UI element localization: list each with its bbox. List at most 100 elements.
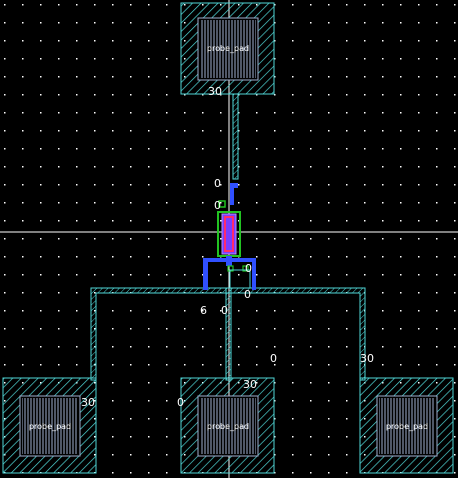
grid-dot (4, 130, 6, 132)
grid-dot (382, 4, 384, 6)
grid-dot (256, 130, 258, 132)
grid-dot (418, 310, 420, 312)
grid-dot (400, 94, 402, 96)
grid-dot (76, 292, 78, 294)
grid-dot (166, 130, 168, 132)
grid-dot (346, 40, 348, 42)
grid-dot (40, 292, 42, 294)
probe-pad-bottom-left[interactable]: probe_pad (2, 377, 97, 474)
grid-dot (310, 76, 312, 78)
grid-dot (40, 148, 42, 150)
grid-dot (418, 184, 420, 186)
grid-dot (310, 166, 312, 168)
probe-pad-top[interactable]: probe_pad (180, 2, 275, 95)
grid-dot (76, 166, 78, 168)
grid-dot (382, 220, 384, 222)
grid-dot (40, 238, 42, 240)
grid-dot (166, 58, 168, 60)
grid-dot (364, 256, 366, 258)
grid-dot (202, 148, 204, 150)
grid-dot (328, 166, 330, 168)
grid-dot (382, 238, 384, 240)
wire-center-vertical[interactable] (225, 287, 232, 381)
poly-gate-top[interactable] (230, 183, 238, 205)
grid-dot (112, 346, 114, 348)
grid-dot (166, 400, 168, 402)
grid-dot (364, 202, 366, 204)
grid-dot (346, 328, 348, 330)
grid-dot (4, 94, 6, 96)
grid-dot (40, 346, 42, 348)
grid-dot (274, 22, 276, 24)
grid-dot (292, 166, 294, 168)
grid-dot (166, 256, 168, 258)
grid-dot (22, 292, 24, 294)
grid-dot (256, 202, 258, 204)
probe-pad-bottom-center[interactable]: probe_pad (180, 377, 275, 474)
grid-dot (130, 130, 132, 132)
grid-dot (4, 112, 6, 114)
grid-dot (238, 184, 240, 186)
grid-dot (364, 238, 366, 240)
contact-stripe[interactable] (224, 216, 234, 252)
grid-dot (58, 274, 60, 276)
grid-dot (22, 148, 24, 150)
grid-dot (454, 364, 456, 366)
grid-dot (166, 472, 168, 474)
grid-dot (292, 76, 294, 78)
grid-dot (274, 418, 276, 420)
wire-top-vertical[interactable] (232, 93, 239, 180)
grid-dot (418, 40, 420, 42)
grid-dot (274, 184, 276, 186)
grid-dot (256, 364, 258, 366)
poly-strap[interactable] (226, 256, 232, 266)
grid-dot (58, 22, 60, 24)
contact-top-small[interactable] (218, 200, 226, 208)
grid-dot (58, 202, 60, 204)
probe-pad-bottom-right[interactable]: probe_pad (359, 377, 454, 474)
grid-dot (130, 166, 132, 168)
grid-dot (148, 4, 150, 6)
contact-bottom-right[interactable] (242, 265, 249, 272)
grid-dot (148, 454, 150, 456)
grid-dot (94, 274, 96, 276)
grid-dot (256, 148, 258, 150)
grid-dot (436, 256, 438, 258)
grid-dot (292, 238, 294, 240)
grid-dot (436, 220, 438, 222)
grid-dot (166, 310, 168, 312)
grid-dot (148, 238, 150, 240)
grid-dot (454, 472, 456, 474)
grid-dot (40, 22, 42, 24)
grid-dot (310, 112, 312, 114)
grid-dot (328, 148, 330, 150)
grid-dot (220, 274, 222, 276)
pad-label: probe_pad (29, 422, 71, 431)
pad-label: probe_pad (386, 422, 428, 431)
grid-dot (238, 112, 240, 114)
grid-dot (436, 346, 438, 348)
grid-dot (256, 112, 258, 114)
grid-dot (76, 364, 78, 366)
grid-dot (202, 184, 204, 186)
poly-gate-bottom[interactable] (203, 258, 256, 290)
grid-dot (400, 328, 402, 330)
grid-dot (112, 364, 114, 366)
grid-dot (202, 220, 204, 222)
grid-dot (4, 184, 6, 186)
grid-dot (112, 418, 114, 420)
grid-dot (346, 202, 348, 204)
grid-dot (166, 436, 168, 438)
annotation-text: 0 (177, 396, 184, 409)
grid-dot (256, 274, 258, 276)
transistor-device[interactable] (203, 183, 256, 290)
wire-right-stub[interactable] (229, 269, 251, 289)
grid-dot (454, 94, 456, 96)
grid-dot (328, 22, 330, 24)
grid-dot (22, 76, 24, 78)
grid-dot (58, 364, 60, 366)
grid-dot (346, 220, 348, 222)
grid-dot (58, 310, 60, 312)
grid-dot (148, 166, 150, 168)
